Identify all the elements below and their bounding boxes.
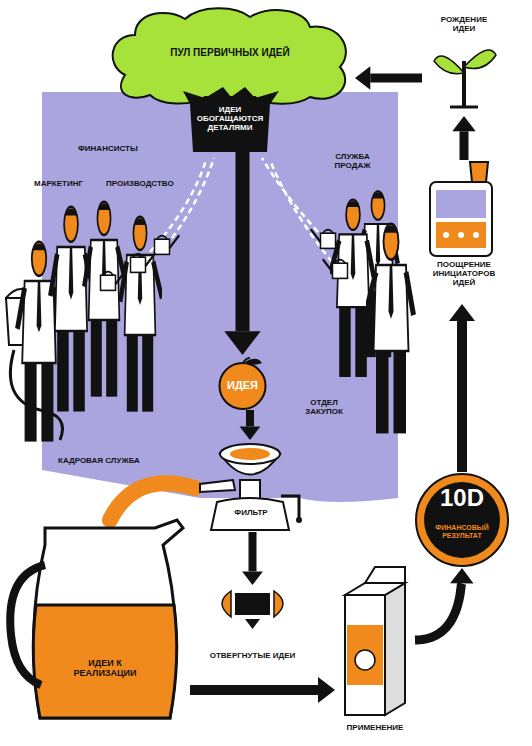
department-label: МАРКЕТИНГ [34,179,96,188]
staff-left [17,202,162,442]
flow-arrow [190,677,335,703]
sprout-icon: РОЖДЕНИЕ ИДЕИ [422,15,507,112]
filter-juicer: ФИЛЬТР [195,440,305,532]
flow-arrow [449,304,475,472]
staff-right [330,191,414,433]
arrow-head [449,304,475,321]
filter-juicer-shape [195,440,305,532]
cans-right [311,229,348,278]
sprout-title: РОЖДЕНИЕ ИДЕИ [434,15,494,33]
arrow-shaft [236,152,250,331]
apple-text: ИДЕЯ [215,379,270,392]
arrow-head [452,116,475,131]
arrow-head [355,66,370,89]
flow-arrow [242,532,263,585]
juice-stream [110,483,195,520]
arrow-head [224,331,260,355]
flow-arrow [452,116,475,160]
rejected-text: ОТВЕРГНУТЫЕ ИДЕИ [185,651,320,660]
idea-apple: ИДЕЯ [215,355,270,410]
juice-box-shape [335,565,415,741]
department-label: КАДРОВАЯ СЛУЖБА [58,456,168,465]
reward-text: ПООЩРЕНИЕ ИНИЦИАТОРОВ ИДЕЙ [429,260,499,288]
department-label: СЛУЖБА ПРОДАЖ [325,152,380,170]
arrow-head [450,568,473,583]
filter-text: ФИЛЬТР [225,508,277,517]
pool-title: ПУЛ ПЕРВИЧНЫХ ИДЕЙ [140,47,320,59]
arrow-head [240,426,261,440]
arrow-shaft [415,583,462,640]
trunk-text: ИДЕИ ОБОГАЩАЮТСЯ ДЕТАЛЯМИ [195,105,265,133]
flow-arrow [355,66,422,89]
department-label: ПРОИЗВОДСТВО [106,179,182,188]
flow-arrow [240,410,261,440]
department-label: ОТДЕЛ ЗАКУПОК [298,398,350,416]
cans-left [101,235,180,290]
purple-ground [42,92,398,502]
arrow-shaft [457,321,467,472]
arrow-shaft [249,532,257,571]
arrow-shaft [246,410,254,426]
box-text: ПРИМЕНЕНИЕ [335,723,415,732]
arrow-shaft [110,483,195,520]
result-coin: 10D ФИНАНСОВЫЙ РЕЗУЛЬТАТ [414,472,510,568]
jug-text: ИДЕИ К РЕАЛИЗАЦИИ [60,658,150,679]
department-label: ФИНАНСИСТЫ [78,144,148,153]
arrow-shaft [190,685,318,695]
arrow-shaft [460,131,469,160]
juice-box: ПРИМЕНЕНИЕ [335,565,415,741]
ideas-jug: ИДЕИ К РЕАЛИЗАЦИИ [5,520,190,725]
ideas-jug-shape [5,520,190,725]
arrow-head [318,677,335,703]
rejected-ideas: ОТВЕРГНУТЫЕ ИДЕИ [185,585,320,672]
arrow-shaft [370,74,422,83]
flow-arrow [415,568,473,640]
coin-text: ФИНАНСОВЫЙ РЕЗУЛЬТАТ [430,524,494,540]
flow-arrow [224,152,260,355]
arrow-head [242,571,263,585]
reward-box: ПООЩРЕНИЕ ИНИЦИАТОРОВ ИДЕЙ [418,160,510,300]
idea-pool-tree: ПУЛ ПЕРВИЧНЫХ ИДЕЙ ИДЕИ ОБОГАЩАЮТСЯ ДЕТАЛ… [105,5,355,152]
coin-value: 10D [422,484,502,512]
